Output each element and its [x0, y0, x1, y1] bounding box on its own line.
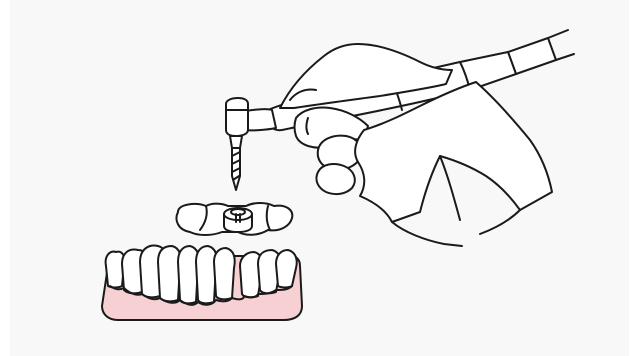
implant-drill-bit	[232, 148, 240, 190]
tooth	[178, 246, 199, 303]
tooth	[214, 248, 235, 299]
tooth	[276, 250, 297, 288]
implant-guide-template	[177, 203, 293, 235]
tooth	[158, 246, 181, 301]
lower-denture	[102, 246, 302, 320]
tooth	[196, 246, 217, 303]
